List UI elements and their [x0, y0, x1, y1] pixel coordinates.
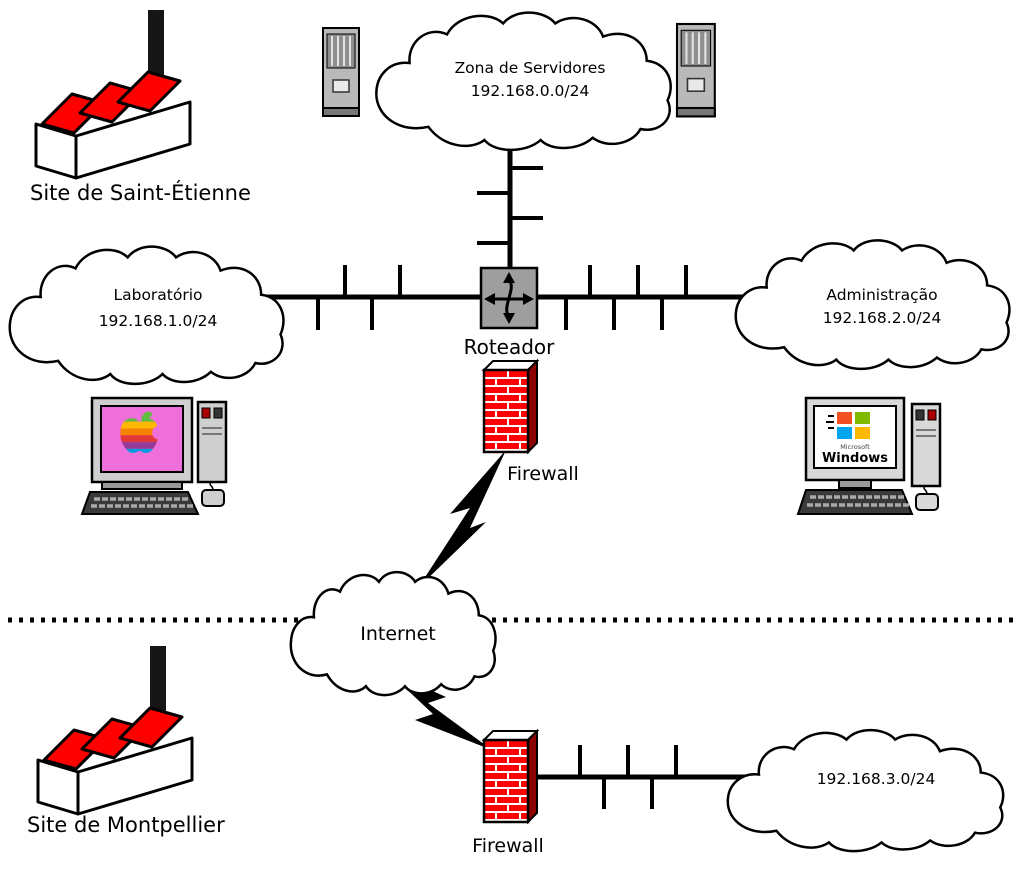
windows-brand-text: Windows — [822, 451, 888, 466]
mac-keyboard — [80, 491, 200, 515]
firewall-top-label: Firewall — [507, 463, 579, 485]
laboratorio-name-label: Laboratório — [113, 286, 202, 304]
site-montpellier-label: Site de Montpellier — [27, 813, 225, 837]
factory-icon-montpellier — [36, 644, 194, 816]
server-zone-name-label: Zona de Servidores — [455, 59, 606, 77]
server-zone-subnet-label: 192.168.0.0/24 — [471, 82, 590, 100]
mac-monitor-stand — [101, 481, 183, 490]
mac-mouse — [201, 489, 225, 507]
router-label: Roteador — [464, 335, 556, 359]
site-saint-etienne-label: Site de Saint-Étienne — [30, 180, 251, 205]
laboratorio-subnet-label: 192.168.1.0/24 — [99, 312, 218, 330]
cloud-montpellier-lan — [726, 728, 1005, 853]
windows-logo-icon — [826, 412, 870, 439]
router-icon — [479, 266, 539, 330]
administracao-name-label: Administração — [826, 286, 937, 304]
windows-monitor-stand — [838, 479, 872, 489]
internet-label: Internet — [360, 623, 435, 645]
lightning-link-top — [418, 450, 506, 588]
windows-workstation-icon: Microsoft Windows — [796, 396, 942, 515]
windows-keyboard — [796, 489, 914, 515]
administracao-subnet-label: 192.168.2.0/24 — [823, 309, 942, 327]
server-tower-icon-left — [322, 27, 360, 117]
montpellier-lan-subnet-label: 192.168.3.0/24 — [817, 770, 936, 788]
cloud-administracao — [734, 239, 1011, 371]
mac-workstation-icon — [80, 396, 228, 515]
firewall-bottom-label: Firewall — [472, 835, 544, 857]
firewall-icon-bottom — [482, 729, 539, 824]
firewall-icon-top — [482, 359, 539, 454]
windows-mouse — [915, 493, 939, 511]
ethernet-bus-montpellier — [530, 745, 780, 809]
factory-icon-saint-etienne — [34, 8, 192, 180]
windows-brand-small-text: Microsoft — [840, 443, 870, 451]
server-tower-icon-right — [675, 22, 716, 118]
